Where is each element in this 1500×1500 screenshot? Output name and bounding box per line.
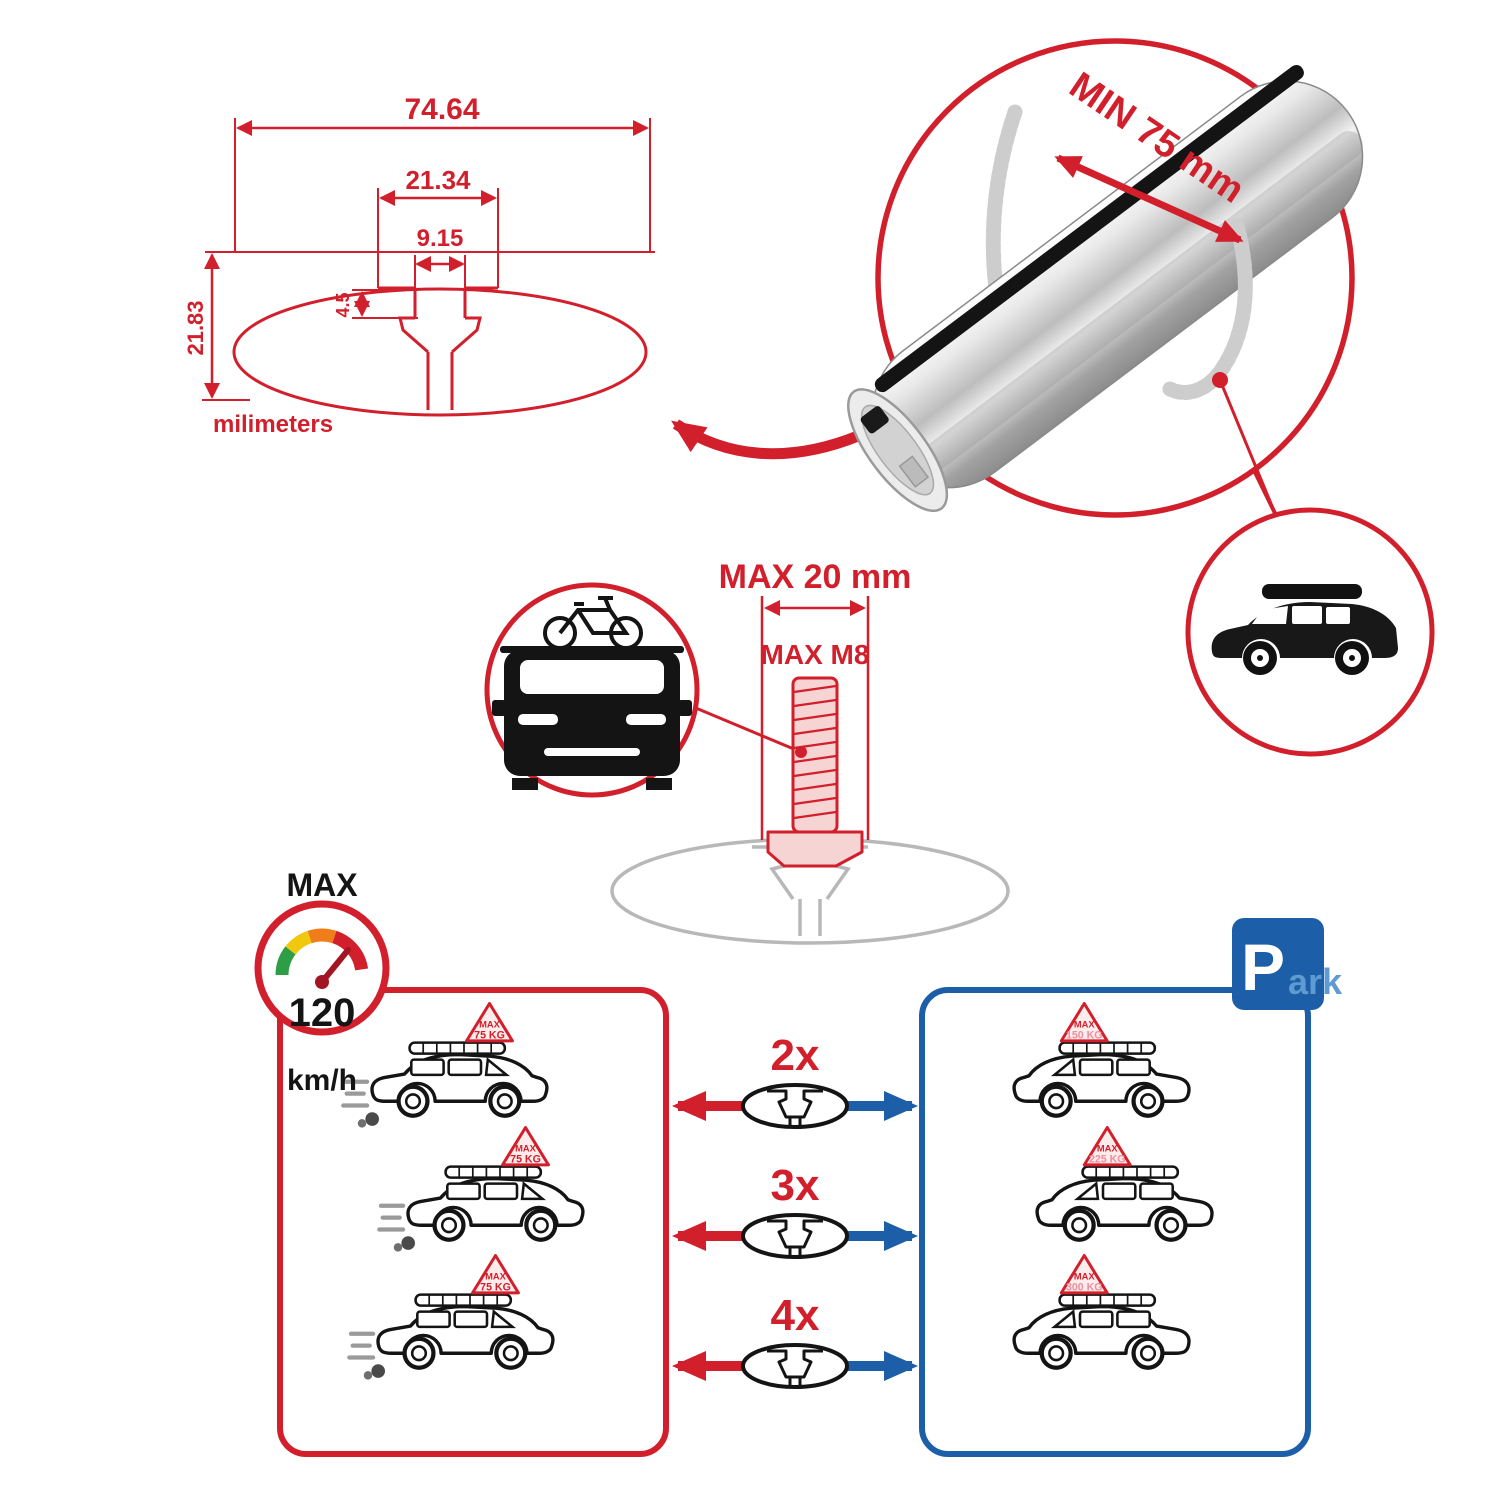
profile-dimension-drawing: 74.64 21.34 9.15 4.5 21.83 milimeters xyxy=(183,93,655,438)
min-span-arrow xyxy=(1054,154,1244,244)
car-side-icon xyxy=(372,1055,547,1116)
units-label: milimeters xyxy=(213,411,333,438)
roof-rack-icon xyxy=(1058,1293,1157,1307)
roof-load-sign: MAX 75 KG xyxy=(465,1002,514,1043)
svg-text:MAX: MAX xyxy=(1074,1019,1096,1029)
park-sign-suffix: ark xyxy=(1288,961,1343,1002)
roof-rack-icon xyxy=(1058,1041,1157,1055)
bolt-max-length-label: MAX 20 mm xyxy=(719,558,912,596)
suv-with-roofbox-icon xyxy=(1211,584,1398,675)
slot-width-value: 9.15 xyxy=(417,225,464,252)
car-side-icon xyxy=(1014,1307,1189,1368)
bar-cross-section-outline xyxy=(232,286,648,417)
moving-car-1: MAX 75 KG xyxy=(343,1002,547,1128)
bar-to-drawing-arrow xyxy=(671,419,861,460)
car-front-bike-circle xyxy=(484,582,802,798)
roof-rack-icon xyxy=(408,1041,507,1055)
gauge-pivot xyxy=(315,975,329,989)
roof-load-sign: MAX 75 KG xyxy=(471,1254,520,1295)
svg-text:225 KG: 225 KG xyxy=(1089,1153,1126,1165)
moving-car-3: MAX 75 KG xyxy=(349,1254,553,1380)
park-sign-letter: P xyxy=(1241,930,1285,1004)
bar-profile-icon xyxy=(741,1083,849,1129)
gauge-circle xyxy=(254,900,390,1036)
bolt-connector-line xyxy=(690,704,802,754)
svg-text:MAX: MAX xyxy=(485,1271,507,1281)
svg-text:75 KG: 75 KG xyxy=(510,1153,541,1165)
svg-text:MAX: MAX xyxy=(1074,1271,1096,1281)
bolt-point-dot xyxy=(795,746,807,758)
rail-clamp-sketch-right xyxy=(1162,218,1253,400)
crossbar-detail-circle: MIN 75 mm xyxy=(847,38,1364,545)
bar-profile-icon xyxy=(741,1213,849,1259)
driving-config-box xyxy=(277,987,669,1457)
car-front-icon xyxy=(492,646,692,790)
roof-rack-icon xyxy=(414,1293,513,1307)
svg-text:150 KG: 150 KG xyxy=(1066,1029,1103,1041)
bar-count-label: 4x xyxy=(771,1291,820,1340)
config-row-2: 3x xyxy=(672,1161,918,1259)
speed-units: km/h xyxy=(287,1064,357,1097)
roof-load-sign: MAX 75 KG xyxy=(501,1126,550,1167)
lip-depth-value: 4.5 xyxy=(333,292,353,317)
parked-config-box xyxy=(919,987,1311,1457)
rail-clamp-sketch-left xyxy=(985,104,1023,304)
config-row-3: 4x xyxy=(672,1291,918,1389)
gauge-arc xyxy=(275,928,369,976)
bar-count-label: 2x xyxy=(771,1031,820,1080)
svg-text:MAX: MAX xyxy=(515,1143,537,1153)
bar-end-cap xyxy=(847,388,949,513)
car-side-icon xyxy=(1014,1055,1189,1116)
roof-rack-icon xyxy=(444,1165,543,1179)
parked-car-3: MAX 300 KG xyxy=(1014,1254,1189,1368)
svg-text:75 KG: 75 KG xyxy=(480,1281,511,1293)
bolt-max-thread-label: MAX M8 xyxy=(761,639,870,670)
roof-rack-icon xyxy=(1081,1165,1180,1179)
moving-car-2: MAX 75 KG xyxy=(379,1126,583,1252)
profile-height-value: 21.83 xyxy=(183,300,208,355)
car-side-icon xyxy=(1037,1179,1212,1240)
bar-count-label: 3x xyxy=(771,1161,820,1210)
suv-roofbox-circle xyxy=(1185,507,1435,757)
car-side-icon xyxy=(408,1179,583,1240)
bolt-detail: MAX 20 mm MAX M8 xyxy=(610,558,1010,945)
svg-text:300 KG: 300 KG xyxy=(1066,1281,1103,1293)
speed-max-label: MAX xyxy=(286,867,358,903)
svg-text:MAX: MAX xyxy=(1097,1143,1119,1153)
total-width-value: 74.64 xyxy=(404,93,479,126)
parked-car-1: MAX 150 KG xyxy=(1014,1002,1189,1116)
t-bolt-icon xyxy=(766,676,864,868)
bar-profile-icon xyxy=(741,1343,849,1389)
roof-load-sign: MAX 225 KG xyxy=(1082,1126,1132,1167)
speed-limit-gauge: MAX 120 km/h xyxy=(254,867,390,1097)
roof-load-sign: MAX 150 KG xyxy=(1059,1002,1109,1043)
roof-load-sign: MAX 300 KG xyxy=(1059,1254,1109,1295)
svg-text:75 KG: 75 KG xyxy=(474,1029,505,1041)
car-side-icon xyxy=(378,1307,553,1368)
speed-value: 120 xyxy=(289,991,356,1035)
config-row-1: 2x xyxy=(672,1031,918,1129)
park-sign: P ark xyxy=(1232,918,1343,1010)
svg-text:MAX: MAX xyxy=(479,1019,501,1029)
cavity-width-value: 21.34 xyxy=(405,165,471,195)
parked-car-2: MAX 225 KG xyxy=(1037,1126,1212,1240)
